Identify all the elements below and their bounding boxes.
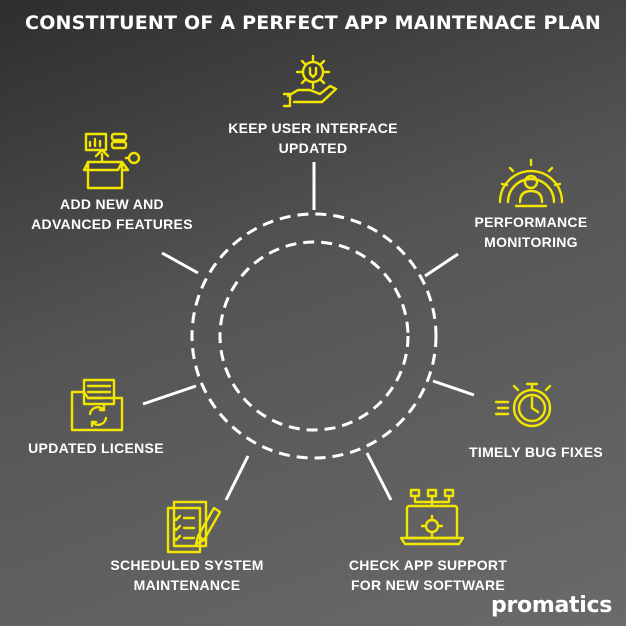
item-label-line: PERFORMANCE [474, 214, 588, 230]
connector-line [161, 251, 199, 275]
item-label-line: TIMELY BUG FIXES [469, 444, 603, 460]
checklist-pen-icon [166, 500, 222, 554]
brand-logo: promatics [491, 593, 612, 618]
item-label-line: SCHEDULED SYSTEM [110, 557, 264, 573]
item-label-scheduled-maintenance: SCHEDULED SYSTEM MAINTENANCE [94, 555, 280, 595]
item-label-timely-bug-fixes: TIMELY BUG FIXES [448, 442, 624, 462]
connector-line [365, 452, 393, 501]
item-label-updated-license: UPDATED LICENSE [14, 438, 178, 458]
stopwatch-icon [494, 382, 552, 428]
item-label-line: MAINTENANCE [133, 577, 241, 593]
item-label-check-app-support: CHECK APP SUPPORT FOR NEW SOFTWARE [330, 555, 526, 595]
item-label-line: KEEP USER INTERFACE [228, 120, 398, 136]
item-label-keep-ui-updated: KEEP USER INTERFACE UPDATED [213, 118, 413, 158]
license-folder-icon [70, 378, 124, 432]
item-label-line: ADVANCED FEATURES [31, 216, 193, 232]
page-title: CONSTITUENT OF A PERFECT APP MAINTENACE … [25, 12, 601, 34]
item-label-add-new-features: ADD NEW AND ADVANCED FEATURES [20, 194, 204, 234]
item-label-line: ADD NEW AND [60, 196, 164, 212]
gear-hand-icon [282, 54, 338, 108]
connector-line [224, 455, 250, 501]
item-label-line: FOR NEW SOFTWARE [350, 577, 506, 593]
connector-line [142, 384, 197, 406]
item-label-line: UPDATED LICENSE [28, 440, 164, 456]
inner-dashed-ring [218, 240, 410, 432]
item-label-performance-monitoring: PERFORMANCE MONITORING [448, 212, 614, 252]
connector-line [432, 379, 475, 397]
item-label-line: CHECK APP SUPPORT [348, 557, 508, 573]
item-label-line: UPDATED [278, 140, 348, 156]
outer-dashed-ring [190, 212, 438, 460]
laptop-gear-icon [399, 488, 465, 546]
feature-box-icon [82, 132, 141, 190]
speedometer-user-icon [498, 158, 564, 208]
item-label-line: MONITORING [484, 234, 578, 250]
connector-line [424, 252, 459, 278]
